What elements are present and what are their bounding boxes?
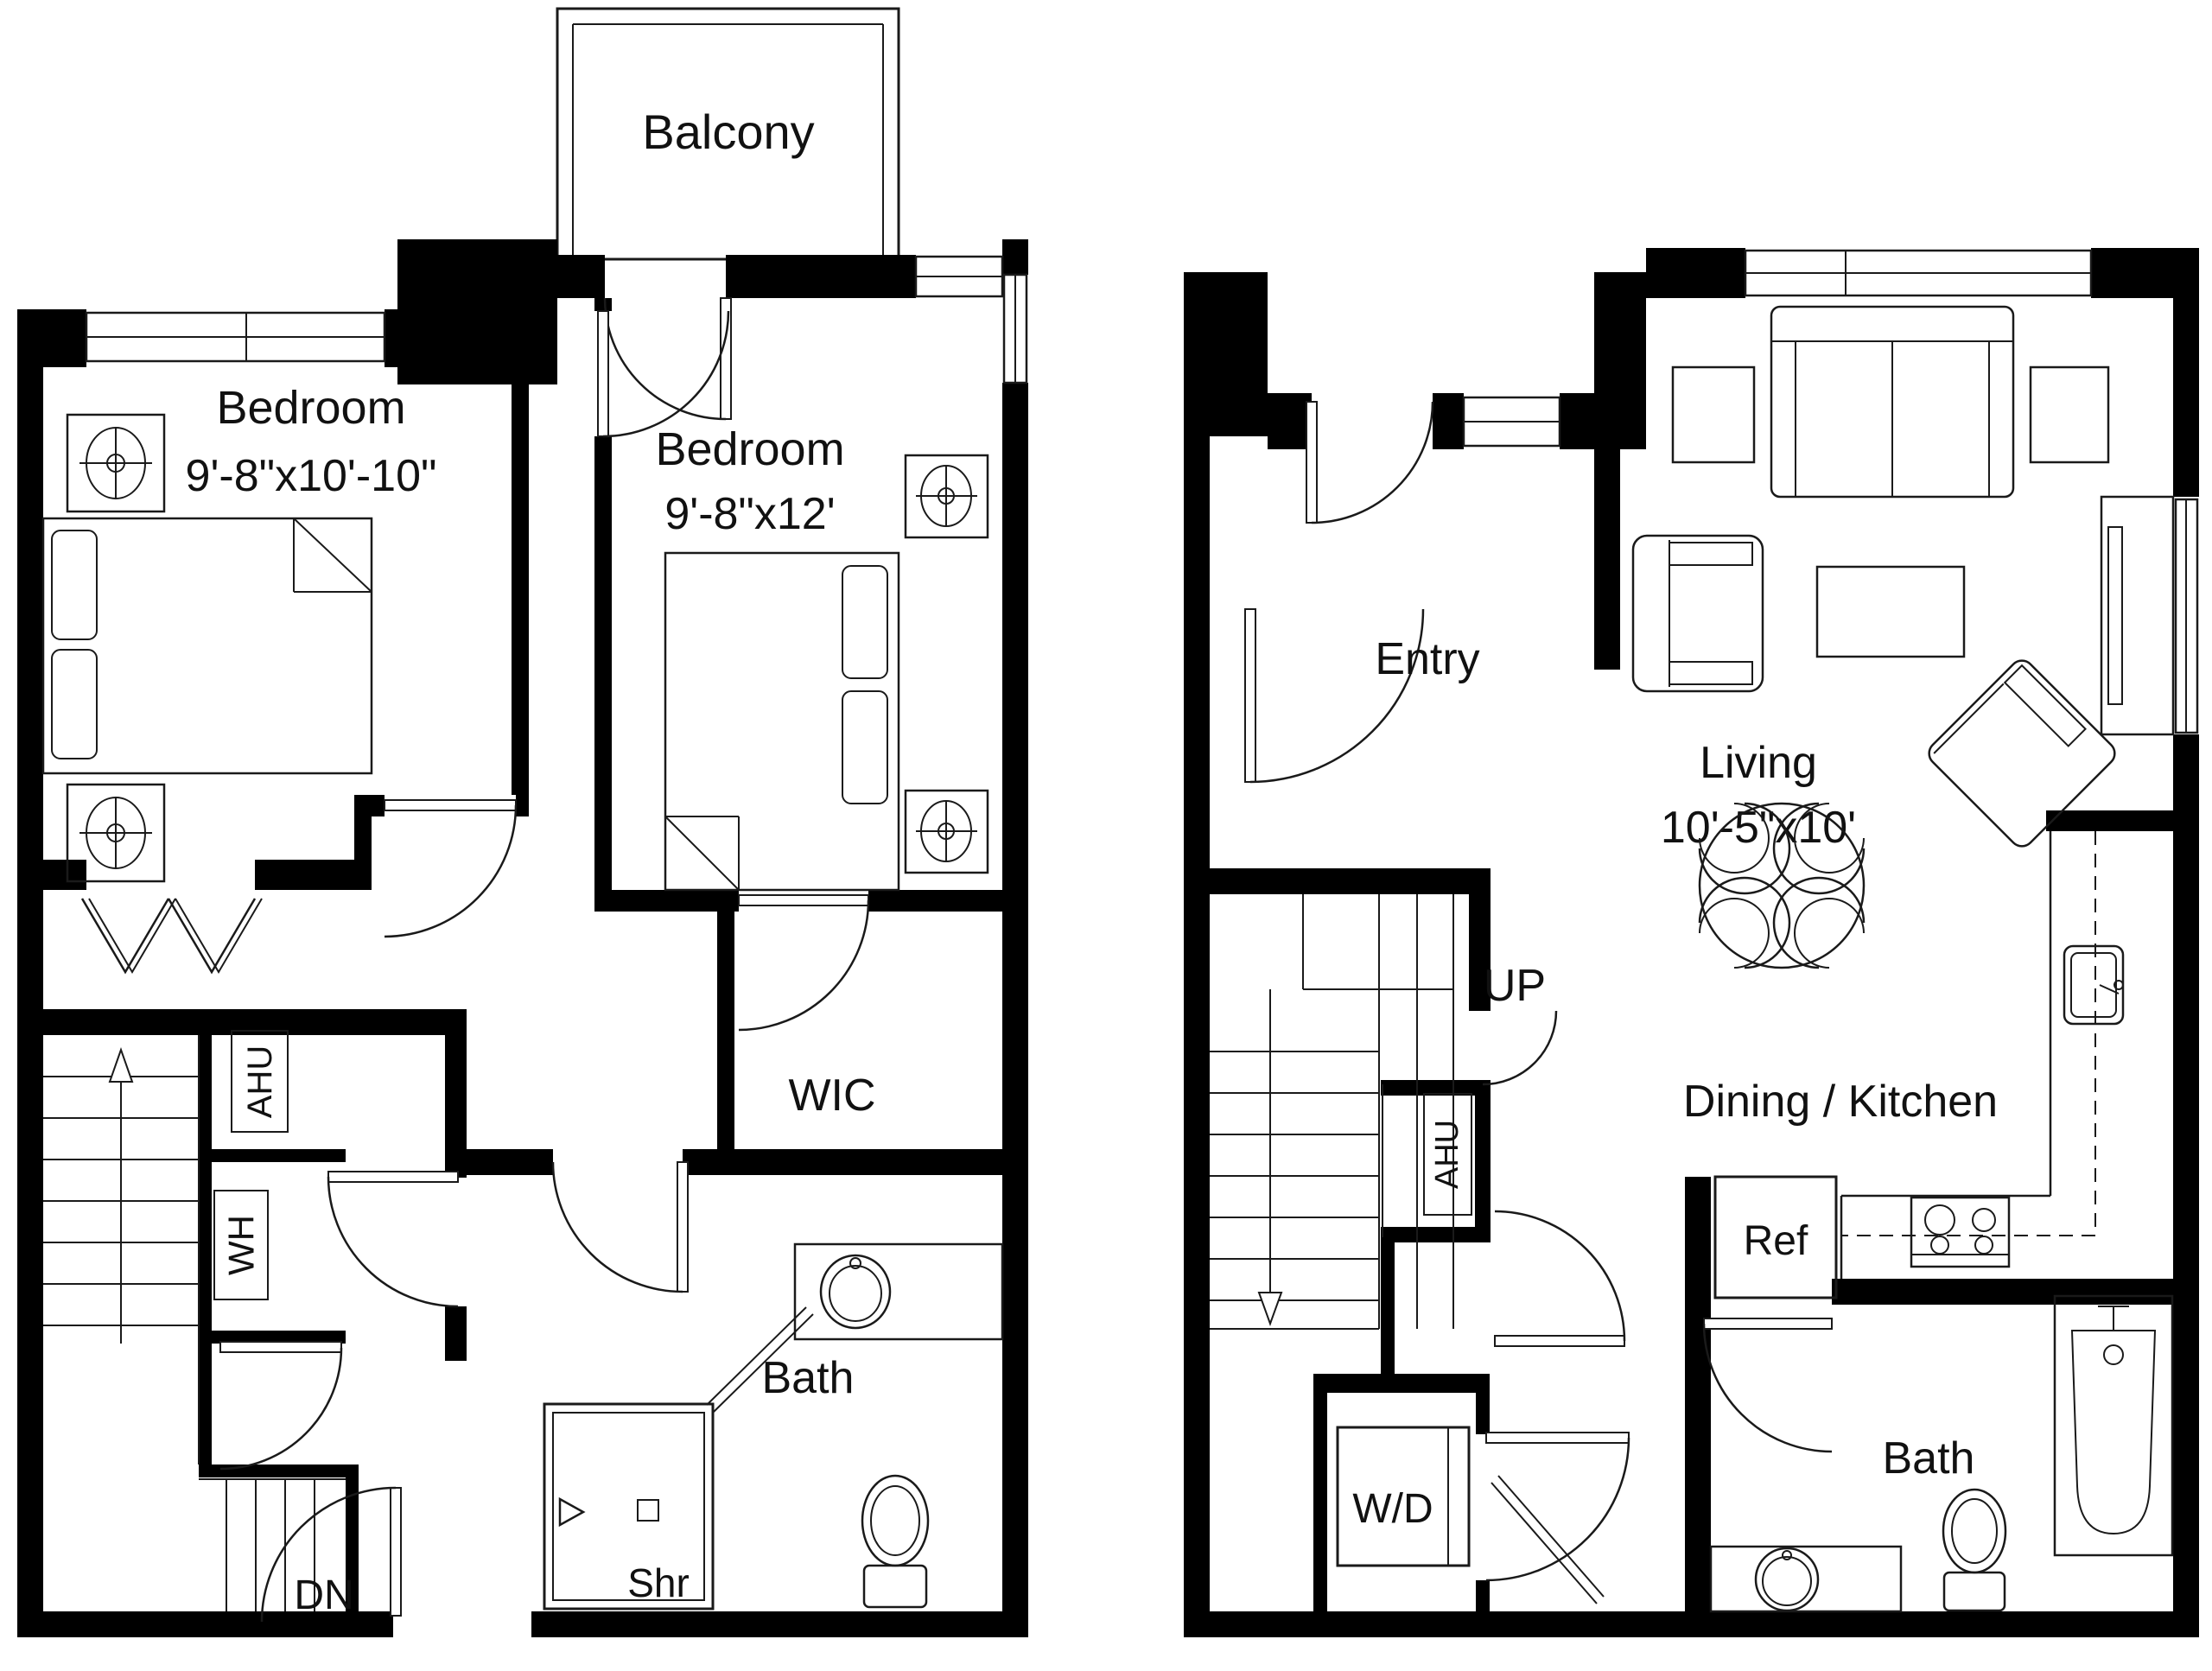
stair-up-arrow-icon [108,1046,134,1344]
bedroom1-dims: 9'-8"x10'-10" [186,451,437,501]
kitchen-counter [1840,831,2096,1279]
bath-lower-label: Bath [1883,1433,1975,1484]
bathtub-icon [2053,1294,2174,1557]
side-table-icon [2029,365,2110,464]
wd-label: W/D [1352,1486,1433,1532]
bedroom-1: Bedroom 9'-8"x10'-10" [41,382,437,883]
hall-door [1494,1210,1626,1347]
window-bedroom2-top [914,255,1004,298]
windows-lower [1462,249,2199,734]
side-table-icon [1671,365,1756,464]
bedroom1-label: Bedroom [216,382,405,434]
entry-label: Entry [1375,634,1479,684]
window-living-top [1744,249,2093,297]
shower-stall: Shr [543,1402,715,1611]
entry-closet-door [1244,608,1425,784]
ahu-closet-lower: AHU [1382,1084,1472,1237]
dining-table-icon [1698,802,1866,969]
ceiling-fan-icon [904,454,989,539]
sink-icon [793,1242,1004,1341]
bedroom2-door [597,310,730,438]
window-bedroom1-top [85,311,386,363]
stove-icon [1910,1196,2011,1268]
bedroom2-label: Bedroom [655,423,844,475]
dining-kitchen-label: Dining / Kitchen [1683,1077,1998,1127]
living-room: Living 10'-5"x10' [1631,305,2175,853]
ceiling-fan-icon [66,783,166,883]
tv-console-icon [2100,495,2175,736]
bath-lower: Bath [1709,1294,2174,1613]
shr-label: Shr [627,1560,690,1605]
wd-closet-door [1485,1432,1630,1582]
toilet-icon [861,1474,930,1609]
living-dims: 10'-5"x10' [1661,803,1856,853]
stairs-lower: UP [1210,894,1546,1330]
dining-kitchen: Dining / Kitchen [1683,802,2125,1299]
bath-door-lower [1702,1318,1833,1453]
refrigerator-icon: Ref [1713,1175,1838,1299]
doors-lower [1244,401,1833,1604]
window-entry-top [1462,396,1561,448]
lower-floor-plan: Entry Living 10'-5"x10' [1184,248,2199,1637]
ceiling-fan-icon [904,789,989,874]
ref-label: Ref [1744,1218,1808,1264]
shower-door [706,1306,814,1413]
doors-upper [80,297,870,1623]
ajar-door [1491,1475,1605,1604]
bedroom2-dims: 9'-8"x12' [664,489,835,539]
balcony-label: Balcony [642,105,814,159]
bath-upper: Bath Shr [543,1242,1004,1611]
sink-icon [1709,1545,1903,1613]
linen-closet-door [219,1341,343,1471]
toilet-icon [1942,1488,2007,1612]
balcony: Balcony [556,7,900,261]
ahu-label-upper: AHU [241,1045,279,1118]
kitchen-sink-icon [2063,944,2125,1026]
wic-door [738,894,870,1032]
armchair-icon [1631,534,1764,693]
walls-upper [17,239,1028,1637]
wic-label: WIC [788,1071,875,1121]
front-door [1306,401,1434,524]
windows-upper [85,255,1028,384]
walls-lower [1184,248,2199,1637]
ahu-closet-upper: AHU [231,1030,289,1133]
stair-hall-door [1482,1010,1558,1086]
bedroom1-door [384,799,518,938]
bedroom-2: Bedroom 9'-8"x12' [655,423,989,892]
closet-alcove-door [327,1171,459,1308]
accent-chair-icon [1928,659,2116,848]
coffee-table-icon [1815,565,1966,658]
ceiling-fan-icon [66,413,166,513]
water-heater-closet: WH [213,1190,269,1300]
window-living-right [2174,498,2199,734]
bed-bedroom1 [41,517,373,775]
bath-door-upper [551,1161,689,1293]
bed-bedroom2 [664,551,900,892]
stairs-upper: DN [43,1035,354,1618]
bath-upper-label: Bath [762,1353,855,1403]
upper-floor-plan: Balcony [17,7,1028,1637]
bedroom1-closet-bifold [80,898,263,975]
unit-entry-door-upper [260,1486,402,1623]
wh-label: WH [221,1215,262,1275]
sofa-icon [1770,305,2015,499]
dn-label: DN [294,1573,353,1618]
entry: Entry [1375,634,1479,684]
stair-down-arrow-icon [1257,989,1283,1326]
window-bedroom2-right [1002,273,1028,384]
walk-in-closet: WIC [788,1071,875,1121]
washer-dryer-closet: W/D [1336,1426,1471,1567]
living-label: Living [1700,738,1817,788]
ahu-label-lower: AHU [1429,1120,1465,1189]
balcony-door [603,297,732,421]
up-label: UP [1484,961,1546,1011]
